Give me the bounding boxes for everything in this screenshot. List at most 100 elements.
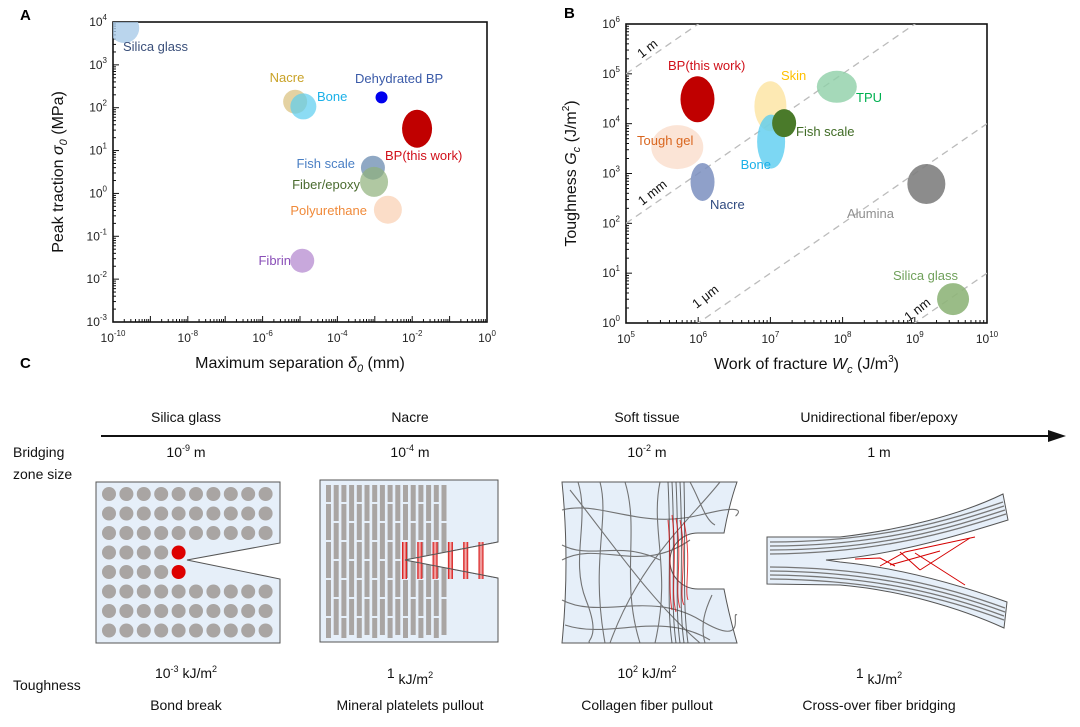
atom — [241, 623, 256, 638]
mineral-platelet — [356, 580, 362, 616]
atom — [241, 604, 256, 618]
y-tick-label: 104 — [602, 115, 620, 131]
y-tick-label: 104 — [89, 13, 107, 29]
mineral-platelet — [403, 485, 408, 502]
x-tick-label: 107 — [761, 330, 779, 346]
bridging-zone-size: 10-2 m — [627, 443, 666, 460]
x-tick-label: 105 — [617, 330, 635, 346]
toughness-value: 1 kJ/m2 — [856, 665, 902, 687]
atom — [258, 526, 273, 540]
broken-bond-atom — [171, 565, 186, 579]
atom — [154, 604, 169, 618]
data-point-ellipse — [375, 91, 388, 104]
atom — [136, 545, 151, 560]
x-tick-label: 1010 — [976, 330, 999, 346]
mineral-platelet — [441, 561, 447, 597]
length-scale-label: 1 nm — [901, 295, 933, 325]
mineral-platelet — [395, 523, 401, 559]
panel-label-b: B — [564, 5, 575, 22]
nacre-schematic — [319, 479, 499, 643]
silica-glass-schematic — [95, 481, 281, 644]
atom — [206, 604, 221, 618]
mineral-platelet — [333, 523, 339, 559]
y-tick-label: 103 — [89, 56, 107, 72]
y-tick-label: 105 — [602, 65, 620, 81]
mineral-platelet — [387, 504, 393, 540]
atom — [119, 623, 134, 638]
atom — [102, 565, 116, 579]
length-scale-line — [913, 272, 987, 323]
data-point-ellipse — [373, 195, 402, 224]
atom — [136, 565, 151, 579]
mineral-platelet — [441, 485, 447, 521]
mineral-platelet — [341, 580, 347, 616]
atom — [171, 506, 186, 521]
atom — [189, 526, 203, 540]
atom — [189, 584, 203, 599]
data-point-label: Bone — [317, 89, 347, 104]
mineral-platelet — [356, 504, 362, 540]
atom — [102, 487, 116, 501]
atom — [102, 506, 116, 521]
row-label-toughness: Toughness — [13, 677, 81, 693]
mineral-platelet — [410, 599, 416, 635]
mineral-platelet — [333, 485, 339, 521]
atom — [136, 526, 151, 540]
y-axis-title: Toughness Gc (J/m2) — [561, 100, 583, 246]
atom — [223, 506, 238, 521]
mineral-platelet — [387, 618, 393, 638]
mineral-platelet — [387, 542, 393, 578]
material-title: Unidirectional fiber/epoxy — [800, 409, 957, 425]
row-label-bridging: Bridging — [13, 444, 64, 460]
data-point-ellipse — [816, 70, 857, 103]
atom — [171, 623, 186, 638]
atom — [154, 584, 169, 599]
mineral-platelet — [426, 523, 432, 559]
x-axis-title: Maximum separation δ0 (mm) — [195, 355, 405, 375]
y-tick-label: 100 — [602, 314, 620, 330]
y-tick-label: 106 — [602, 15, 620, 31]
mineral-platelet — [379, 599, 385, 635]
toughness-value: 102 kJ/m2 — [617, 664, 676, 681]
panel-c-diagram: Bridging zone size Toughness Silica glas… — [13, 409, 1066, 713]
atom — [136, 604, 151, 618]
data-point-label: Nacre — [710, 197, 745, 212]
atom — [258, 604, 273, 618]
atom — [136, 584, 151, 599]
mineral-platelet — [403, 504, 408, 540]
mineral-platelet — [387, 485, 393, 502]
data-point-label: Nacre — [270, 70, 305, 85]
mineral-platelet — [433, 580, 439, 616]
data-point-label: Silica glass — [123, 39, 189, 54]
atom — [206, 623, 221, 638]
atom — [206, 526, 221, 540]
mechanism-label: Bond break — [150, 697, 223, 713]
length-scale-line — [626, 24, 916, 224]
mineral-platelet — [333, 599, 339, 635]
mineral-platelet — [395, 599, 401, 635]
atom — [119, 506, 134, 521]
broken-bond-atom — [171, 545, 186, 560]
y-tick-label: 102 — [602, 214, 620, 230]
mineral-platelet — [341, 485, 347, 502]
atom — [189, 487, 203, 501]
atom — [258, 623, 273, 638]
atom — [102, 604, 116, 618]
mineral-platelet — [349, 523, 355, 559]
mineral-platelet — [395, 485, 401, 521]
data-point-ellipse — [680, 76, 715, 123]
y-axis-title: Peak traction σ0 (MPa) — [50, 91, 70, 253]
atom — [171, 526, 186, 540]
row-label-zone-size: zone size — [13, 466, 72, 482]
atom — [223, 487, 238, 501]
y-tick-label: 102 — [89, 99, 107, 115]
mineral-platelet — [333, 561, 339, 597]
mineral-platelet — [356, 618, 362, 638]
atom — [171, 487, 186, 501]
pulled-out-platelet — [447, 542, 453, 579]
plot-frame — [112, 21, 488, 323]
mechanism-label: Collagen fiber pullout — [581, 697, 713, 713]
atom — [171, 584, 186, 599]
data-point-label: Fish scale — [296, 156, 355, 171]
